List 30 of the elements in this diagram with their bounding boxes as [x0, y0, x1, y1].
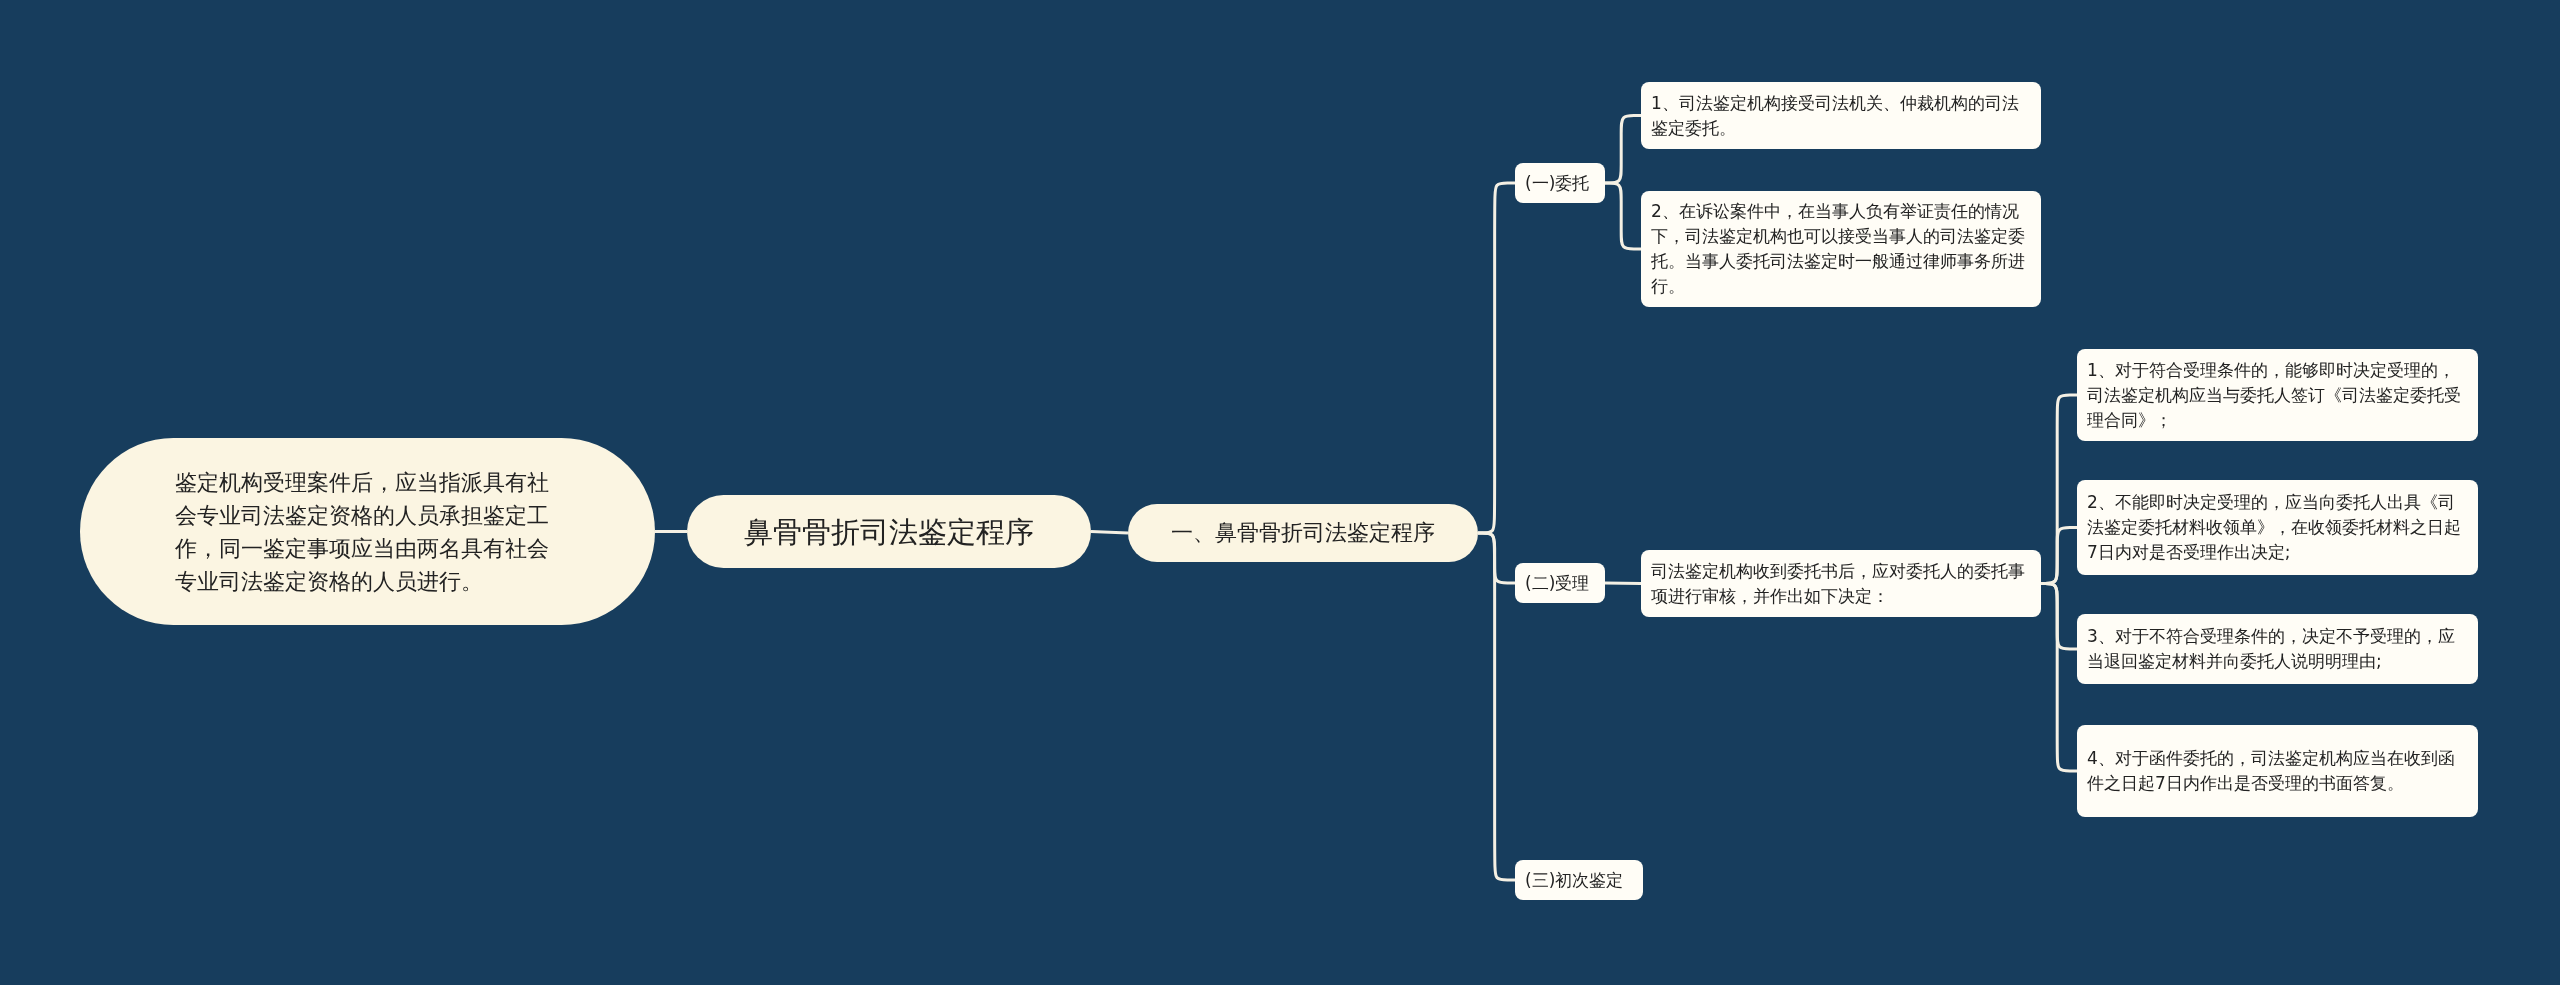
topic-text: 鼻骨骨折司法鉴定程序	[744, 513, 1034, 550]
topic-box	[1515, 563, 1605, 603]
connector-line	[1476, 531, 1516, 882]
topic-text: 4、对于函件委托的，司法鉴定机构应当在收到函件之日起7日内作出是否受理的书面答复。	[2087, 747, 2456, 795]
topic-text: (二)受理	[1525, 571, 1590, 595]
connector-line	[1604, 581, 1642, 585]
topic-box	[1641, 82, 2041, 149]
topic-text: 3、对于不符合受理条件的，决定不予受理的，应当退回鉴定材料并向委托人说明明理由;	[2087, 625, 2456, 673]
topic-text: 2、不能即时决定受理的，应当向委托人出具《司法鉴定委托材料收领单》，在收领委托材料之日起7日内对是否受理作出决定;	[2087, 491, 2462, 564]
topic-box	[1641, 550, 2041, 617]
topic-text: 一、鼻骨骨折司法鉴定程序	[1171, 519, 1435, 547]
topic-text: (三)初次鉴定	[1525, 868, 1624, 892]
topic-box	[1641, 191, 2041, 307]
topic-box	[1515, 860, 1643, 900]
topic-text: 1、对于符合受理条件的，能够即时决定受理的，司法鉴定机构应当与委托人签订《司法鉴定委托受理合同》；	[2087, 358, 2462, 432]
topic-text: 1、司法鉴定机构接受司法机关、仲裁机构的司法鉴定委托。	[1651, 91, 2020, 140]
topic-box	[2077, 614, 2478, 684]
topic-text: (一)委托	[1525, 171, 1590, 195]
connector-line	[2039, 582, 2078, 773]
topic-pill	[1128, 504, 1478, 562]
topic-box	[2077, 480, 2478, 575]
topic-box	[2077, 725, 2478, 817]
connector-line	[655, 530, 687, 533]
connector-line	[1603, 181, 1642, 251]
topic-box	[2077, 349, 2478, 441]
connector-line	[1090, 530, 1129, 535]
topic-box	[1515, 163, 1605, 203]
topic-text: 鉴定机构受理案件后，应当指派具有社会专业司法鉴定资格的人员承担鉴定工作，同一鉴定事项应当由两名具有社会专业司法鉴定资格的人员进行。	[175, 468, 550, 596]
topic-text: 司法鉴定机构收到委托书后，应对委托人的委托事项进行审核，并作出如下决定：	[1651, 559, 2026, 608]
topic-text: 2、在诉讼案件中，在当事人负有举证责任的情况下，司法鉴定机构也可以接受当事人的司法鉴定委托。当事人委托司法鉴定时一般通过律师事务所进行。	[1651, 200, 2026, 298]
